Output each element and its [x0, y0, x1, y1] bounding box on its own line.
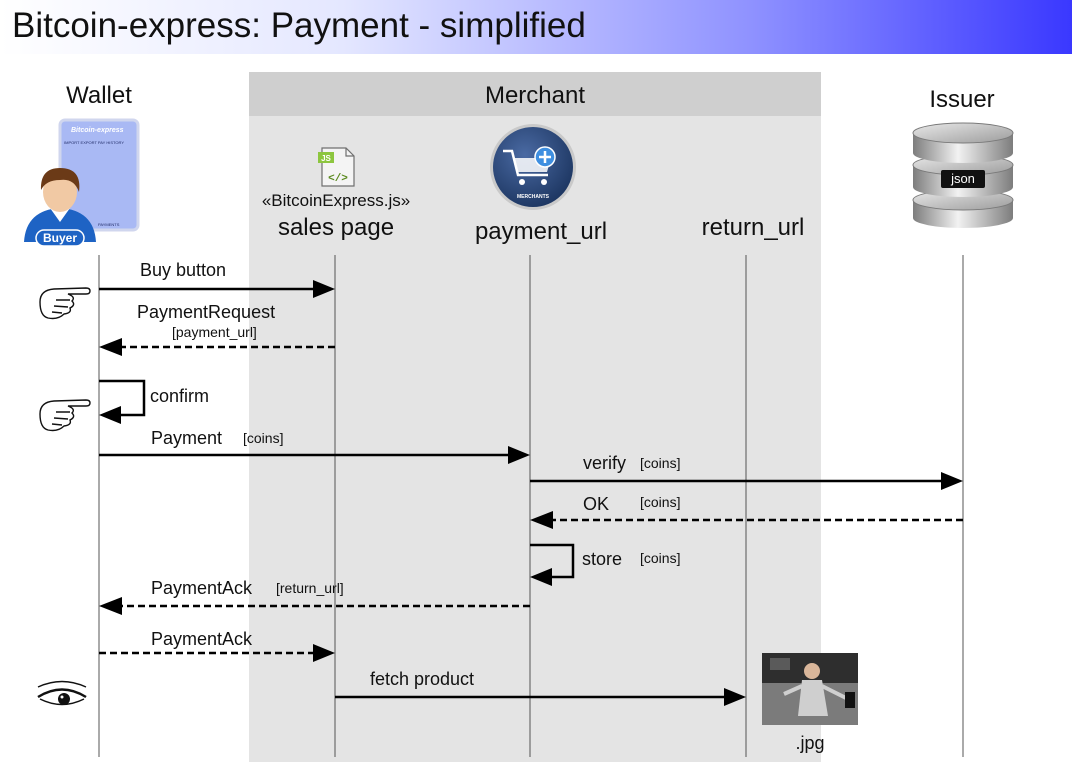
return-url-header: return_url [701, 214, 805, 241]
msg-payment-ack-wallet-label: PaymentAck [151, 578, 253, 598]
msg-payment-request-arrowhead [99, 338, 122, 356]
msg-store-arrow [530, 543, 575, 579]
msg-payment-arrowhead [508, 446, 530, 464]
merchants-cart-icon: MERCHANTS [490, 124, 576, 210]
svg-text:MERCHANTS: MERCHANTS [517, 194, 550, 200]
msg-store-param: [coins] [640, 550, 681, 566]
title-bar [0, 0, 1072, 54]
svg-text:PAYMENTS: PAYMENTS [98, 222, 120, 227]
issuer-database-icon: json [912, 122, 1014, 228]
svg-text:IMPORT EXPORT PAY HISTORY: IMPORT EXPORT PAY HISTORY [64, 140, 124, 145]
issuer-header: Issuer [929, 86, 995, 113]
msg-confirm-label: confirm [150, 386, 210, 406]
msg-store-label: store [582, 549, 623, 569]
msg-payment-ack-sales-arrowhead [313, 644, 335, 662]
merchant-title: Merchant [484, 82, 586, 109]
lifelines [98, 255, 964, 757]
msg-payment-param: [coins] [243, 430, 284, 446]
sales-stereotype: «BitcoinExpress.js» [261, 191, 411, 210]
sales-page-header: sales page [277, 214, 395, 241]
product-photo-icon [762, 653, 858, 725]
payment-url-header: payment_url [474, 218, 608, 245]
slide-title: Bitcoin-express: Payment - simplified [12, 6, 586, 45]
msg-payment-ack-wallet-arrowhead [99, 597, 122, 615]
svg-text:Bitcoin-express: Bitcoin-express [71, 127, 124, 134]
msg-fetch-product-label: fetch product [370, 669, 475, 689]
svg-text:Buyer: Buyer [43, 231, 77, 245]
msg-payment-ack-sales-label: PaymentAck [151, 629, 253, 649]
wallet-header: Wallet [66, 82, 132, 109]
msg-fetch-product-arrowhead [724, 688, 746, 706]
pointing-hand-icon [39, 399, 91, 432]
svg-text:JS: JS [321, 154, 331, 163]
msg-verify-arrowhead [941, 472, 963, 490]
svg-text:</>: </> [328, 173, 348, 185]
msg-ok-arrowhead [530, 511, 553, 529]
msg-payment-request-param: [payment_url] [172, 324, 257, 340]
msg-store-arrowhead [530, 568, 552, 586]
msg-buy-button-arrowhead [313, 280, 335, 298]
msg-payment-ack-wallet-param: [return_url] [276, 580, 344, 596]
msg-confirm-arrowhead [99, 406, 121, 424]
eye-icon [37, 680, 87, 706]
jpg-caption: .jpg [795, 733, 824, 753]
msg-verify-label: verify [583, 453, 627, 473]
buyer-icon: Buyer [24, 168, 96, 247]
pointing-hand-icon [39, 287, 91, 320]
js-file-icon: JS </> [318, 147, 355, 187]
msg-payment-label: Payment [151, 428, 223, 448]
wallet-app-icon: Bitcoin-express IMPORT EXPORT PAY HISTOR… [58, 118, 140, 232]
svg-text:json: json [950, 171, 975, 186]
merchant-header [249, 72, 821, 116]
msg-verify-param: [coins] [640, 455, 681, 471]
msg-payment-request-label: PaymentRequest [137, 302, 276, 322]
msg-ok-label: OK [583, 494, 610, 514]
msg-buy-button-label: Buy button [140, 260, 227, 280]
msg-confirm-arrow [99, 379, 146, 417]
msg-ok-param: [coins] [640, 494, 681, 510]
